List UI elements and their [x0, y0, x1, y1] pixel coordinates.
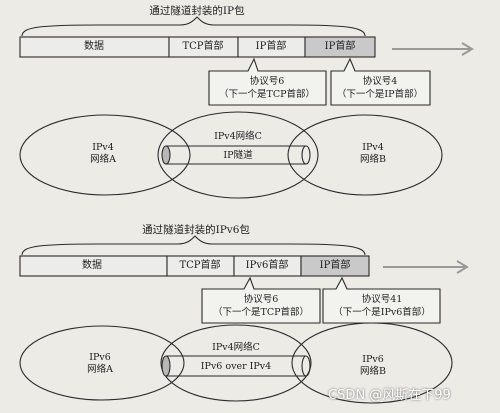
ipv4-network-b-line2: 网络B [360, 154, 386, 165]
ipv6-network-c-label: IPv4网络C [212, 342, 260, 353]
ipv4-callout-outer-line2: （下一个是IP首部） [336, 89, 424, 100]
ipv6-callout-inner-text: 协议号6 （下一个是TCP首部） [213, 293, 309, 319]
ipv6-title-brace [21, 235, 366, 256]
ipv6-tunnel-pipe [166, 355, 306, 377]
ipv4-inner-ip-header-label: IP首部 [255, 41, 287, 52]
ipv4-tcp-header-label: TCP首部 [182, 41, 224, 52]
ipv6-callout-inner-line1: 协议号6 [243, 294, 279, 305]
ipv6-section [19, 235, 453, 404]
ipv6-inner-ip-header-label: IPv6首部 [245, 260, 289, 271]
ipv4-network-a-label: IPv4 网络A [90, 142, 116, 166]
csdn-watermark: CSDN @风斯在下99 [328, 388, 451, 403]
ipv6-data-label: 数据 [82, 260, 102, 271]
ipv6-network-a-line1: IPv6 [89, 352, 111, 363]
ipv6-callout-outer-line1: 协议号41 [361, 294, 403, 305]
ipv4-network-b-label: IPv4 网络B [360, 142, 386, 166]
ipv6-network-b-label: IPv6 网络B [360, 354, 386, 378]
ipv6-tunnel-left-end [161, 355, 171, 377]
ipv4-tunnel-label: IP隧道 [223, 150, 253, 161]
ipv4-section-title: 通过隧道封装的IP包 [149, 5, 245, 17]
ipv6-callout-outer-text: 协议号41 （下一个是IPv6首部） [333, 293, 431, 319]
ipv4-network-b-ellipse [287, 114, 443, 196]
ipv4-network-a-line1: IPv4 [92, 142, 114, 153]
ipv4-tunnel-pipe [166, 145, 306, 165]
ipv6-callout-outer [322, 276, 441, 324]
ipv6-callout-outer-line2: （下一个是IPv6首部） [333, 307, 431, 318]
ipv6-direction-arrow [383, 260, 469, 274]
ipv6-network-a-ellipse [19, 325, 185, 401]
ipv4-callout-inner-line2: （下一个是TCP首部） [219, 89, 315, 100]
ipv6-outer-ip-header-label: IP首部 [319, 260, 351, 271]
ipv6-network-c-ellipse [160, 324, 312, 402]
ipv4-tunnel-right-end [301, 145, 311, 165]
ipv6-packet-outer-ip-cell [300, 255, 370, 277]
ipv4-callout-inner [208, 57, 327, 106]
ipv4-section [19, 16, 443, 199]
ipv6-section-title: 通过隧道封装的IPv6包 [142, 224, 250, 236]
ipv6-network-a-line2: 网络A [87, 364, 113, 375]
ipv4-callout-inner-text: 协议号6 （下一个是TCP首部） [219, 75, 315, 101]
ipv4-network-a-line2: 网络A [90, 154, 116, 165]
ipv6-network-b-ellipse [291, 322, 453, 404]
ipv4-callout-inner-line1: 协议号6 [249, 76, 285, 87]
ipv6-network-a-label: IPv6 网络A [87, 352, 113, 376]
ipv4-callout-outer [330, 57, 431, 106]
ipv4-network-a-ellipse [19, 114, 191, 196]
ipv6-network-b-line1: IPv6 [362, 354, 384, 365]
ipv4-outer-ip-header-label: IP首部 [324, 41, 356, 52]
ipv6-tunnel-right-end [301, 355, 311, 377]
ipv6-tunnel-label: IPv6 over IPv4 [200, 361, 272, 372]
ipv6-network-b-line2: 网络B [360, 366, 386, 377]
ipv4-callout-outer-line1: 协议号4 [362, 76, 398, 87]
ipv4-data-label: 数据 [84, 41, 104, 52]
ipv4-network-c-ellipse [157, 111, 319, 199]
ipv4-direction-arrow [392, 42, 474, 56]
ipv4-tunnel-left-end [161, 145, 171, 165]
ipv4-title-brace [21, 16, 366, 37]
ipv4-network-c-label: IPv4网络C [214, 131, 262, 142]
ipv4-callout-outer-text: 协议号4 （下一个是IP首部） [337, 75, 423, 101]
ipv4-network-b-line1: IPv4 [362, 142, 384, 153]
ipv4-packet-outer-ip-cell [304, 36, 376, 58]
ipv6-tcp-header-label: TCP首部 [179, 260, 221, 271]
ipv6-callout-inner-line2: （下一个是TCP首部） [213, 307, 309, 318]
ipv6-callout-inner [201, 276, 321, 324]
